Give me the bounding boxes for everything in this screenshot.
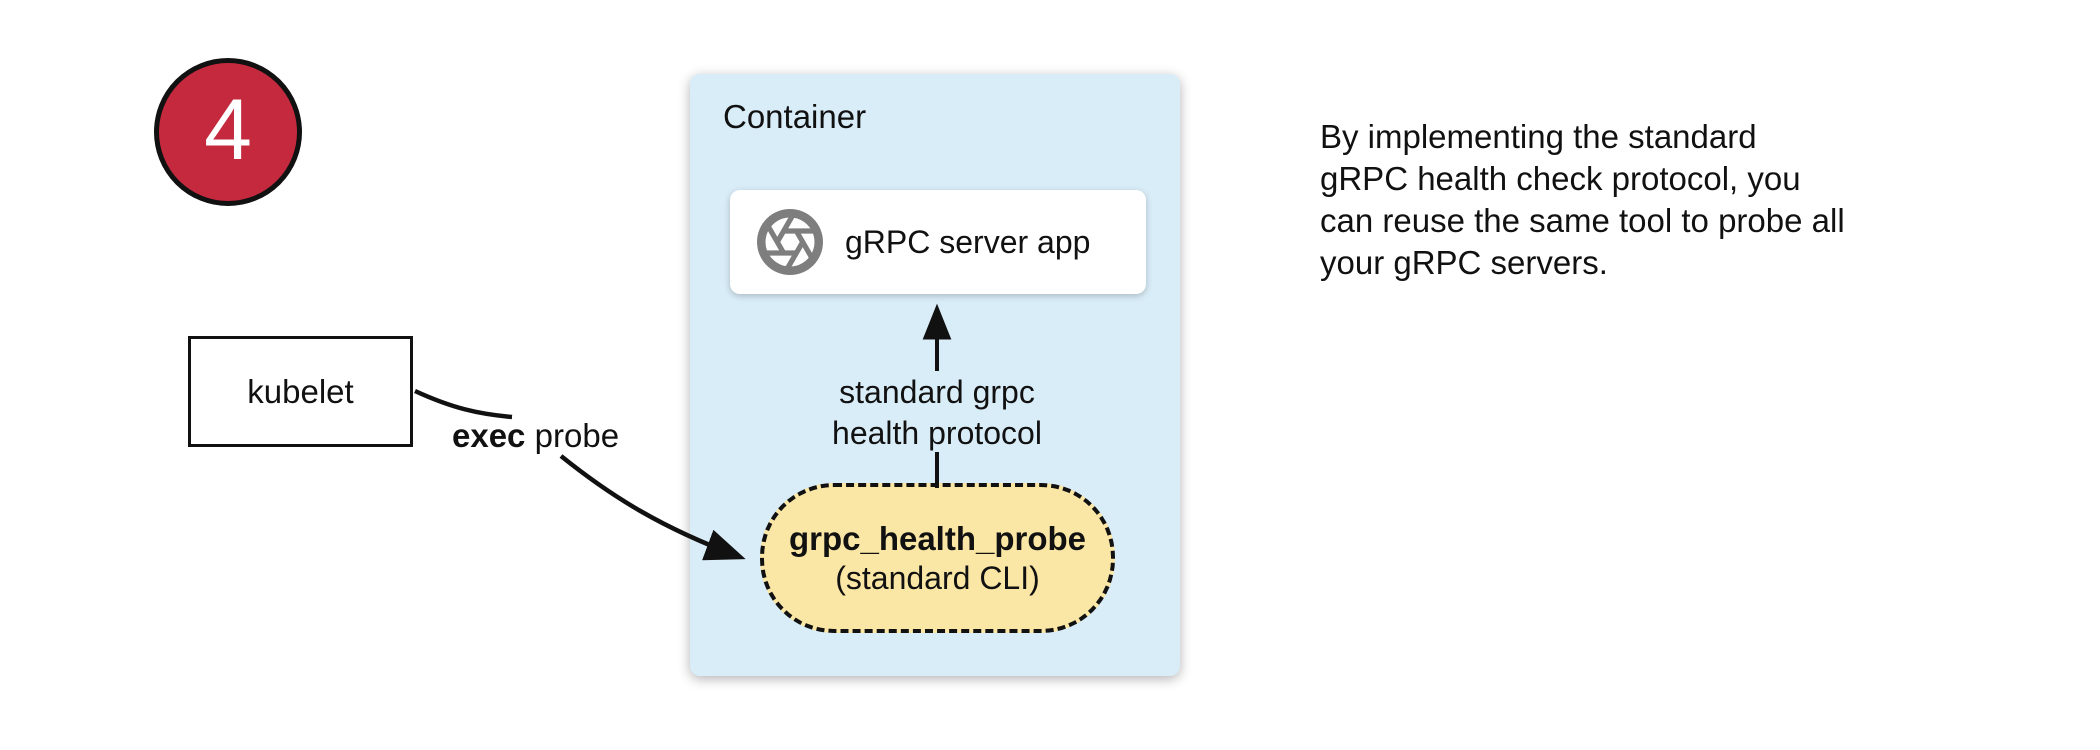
container-label: Container — [723, 98, 867, 135]
step-badge: 4 — [154, 58, 302, 206]
exec-label-bold: exec — [452, 417, 526, 454]
grpc-health-probe-node: grpc_health_probe (standard CLI) — [760, 483, 1115, 633]
grpc-server-app-label: gRPC server app — [845, 223, 1091, 260]
kubelet-node: kubelet — [188, 336, 413, 447]
caption-line: By implementing the standard — [1320, 118, 1757, 155]
caption-line: gRPC health check protocol, you — [1320, 160, 1801, 197]
caption-line: your gRPC servers. — [1320, 244, 1608, 281]
exec-probe-arrow-start — [414, 388, 513, 420]
kubelet-label: kubelet — [247, 372, 354, 410]
caption-text: By implementing the standard gRPC health… — [1320, 116, 1845, 284]
health-protocol-line2: health protocol — [832, 415, 1042, 451]
step-number: 4 — [204, 82, 252, 178]
health-protocol-edge-label: standard grpc health protocol — [777, 372, 1097, 454]
probe-title: grpc_health_probe — [788, 520, 1087, 557]
health-protocol-line1: standard grpc — [839, 374, 1035, 410]
exec-label-rest: probe — [534, 417, 620, 454]
caption-line: can reuse the same tool to probe all — [1320, 202, 1845, 239]
aperture-icon — [757, 209, 823, 275]
probe-subtitle: (standard CLI) — [835, 560, 1040, 596]
grpc-server-app-node: gRPC server app — [730, 190, 1146, 294]
